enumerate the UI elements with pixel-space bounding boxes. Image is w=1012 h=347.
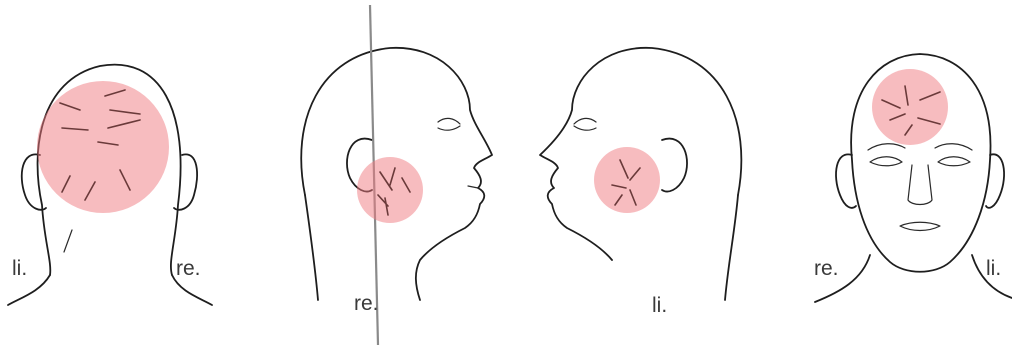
view-front-of-face: re. li. [814, 54, 1012, 302]
front-label-re: re. [814, 257, 839, 280]
left-ear [662, 139, 687, 192]
front-forehead-highlight [872, 69, 948, 145]
back-label-re: re. [176, 257, 201, 280]
view-left-profile: li. [540, 48, 741, 317]
left-label-li: li. [652, 294, 667, 317]
right-eye [438, 118, 460, 130]
view-back-of-head: li. re. [8, 65, 212, 305]
front-nose [908, 165, 932, 205]
front-mouth [900, 222, 940, 230]
left-eye [574, 118, 596, 130]
back-neck-line [64, 230, 72, 252]
front-neck [815, 255, 1012, 302]
right-label-re: re. [354, 292, 379, 315]
back-highlight [37, 81, 169, 213]
right-mouth [468, 186, 478, 188]
back-label-li: li. [12, 257, 27, 280]
left-profile-back-neck [725, 195, 738, 300]
front-label-li: li. [986, 257, 1001, 280]
view-right-profile: re. [301, 5, 492, 345]
right-profile-back-neck [305, 195, 318, 300]
right-ear-highlight [357, 157, 423, 223]
back-right-ear [174, 154, 197, 209]
front-eyes [870, 157, 970, 166]
left-ear-highlight [594, 147, 660, 213]
front-eyebrows [868, 144, 972, 150]
